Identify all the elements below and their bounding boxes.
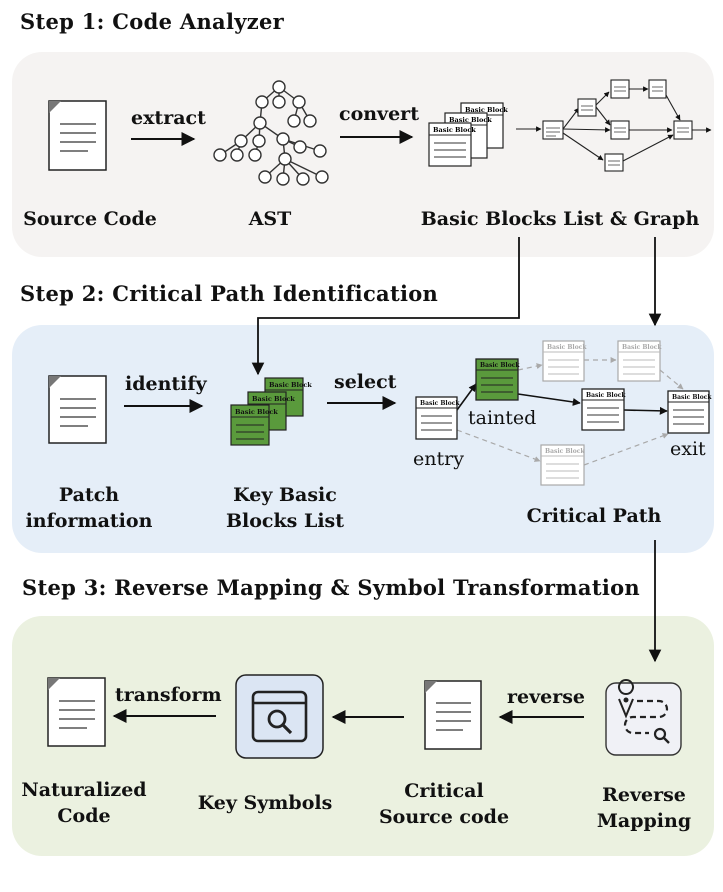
key-basic-blocks-label: Key Basic Blocks List [215, 482, 355, 534]
tainted-label: tainted [468, 407, 537, 429]
naturalized-line2: Code [57, 805, 111, 827]
basic-blocks-list-icon: Basic Block Basic Block Basic Block [428, 102, 508, 167]
ast-label: AST [248, 208, 292, 230]
critical-source-code-label: Critical Source code [369, 778, 519, 830]
cfg-graph-icon [516, 79, 712, 172]
patch-line2: information [25, 510, 153, 532]
basic-block-caption: Basic Block [545, 448, 585, 455]
patch-information-label: Patch information [15, 482, 163, 534]
source-code-label: Source Code [23, 208, 157, 230]
step3-title: Step 3: Reverse Mapping & Symbol Transfo… [22, 575, 640, 600]
basic-block-caption: Basic Block [480, 362, 520, 369]
exit-label: exit [670, 438, 706, 460]
critical-path-label: Critical Path [526, 505, 662, 527]
naturalized-document-icon [47, 677, 106, 747]
basic-block-caption: Basic Block [433, 126, 476, 134]
step1-panel [12, 52, 714, 257]
basic-block-caption: Basic Block [420, 400, 460, 407]
patch-line1: Patch [58, 484, 120, 506]
window-search-icon [235, 674, 324, 759]
key-basic-blocks-icon: Basic Block Basic Block Basic Block [230, 377, 312, 446]
reverse-line2: Mapping [596, 810, 692, 832]
basic-block-caption: Basic Block [622, 344, 662, 351]
basic-block-caption: Basic Block [586, 392, 626, 399]
source-code-document-icon [48, 100, 107, 171]
basic-block-caption: Basic Block [672, 394, 712, 401]
basic-block-caption: Basic Block [547, 344, 587, 351]
basic-block-caption: Basic Block [235, 408, 278, 416]
naturalized-line1: Naturalized [21, 779, 147, 801]
key-line2: Blocks List [225, 510, 345, 532]
step2-panel [12, 325, 714, 553]
step3-panel [12, 616, 714, 856]
reverse-mapping-label: Reverse Mapping [580, 782, 708, 834]
patch-document-icon [48, 375, 107, 444]
basic-block-caption: Basic Block [252, 395, 295, 403]
step2-title: Step 2: Critical Path Identification [20, 281, 439, 306]
key-symbols-label: Key Symbols [197, 792, 333, 814]
basic-block-caption: Basic Block [269, 381, 312, 389]
route-map-icon [605, 679, 682, 756]
critical-path-graph: Basic Block Basic Block Basic Block Basi… [415, 340, 712, 486]
reverse-line1: Reverse [602, 784, 686, 806]
transform-label: transform [115, 684, 222, 706]
naturalized-code-label: Naturalized Code [14, 777, 154, 829]
bb-list-graph-label: Basic Blocks List & Graph [420, 208, 700, 230]
convert-label: convert [339, 103, 419, 125]
critical-source-document-icon [424, 680, 482, 750]
identify-label: identify [125, 373, 207, 395]
key-line1: Key Basic [233, 484, 337, 506]
basic-block-caption: Basic Block [465, 106, 508, 114]
select-label: select [334, 371, 397, 393]
ast-tree-icon [213, 80, 329, 186]
reverse-label: reverse [507, 686, 586, 708]
critical-line2: Source code [378, 806, 510, 828]
extract-label: extract [131, 107, 206, 129]
step1-title: Step 1: Code Analyzer [20, 9, 284, 34]
basic-block-caption: Basic Block [449, 116, 492, 124]
bb-list-to-key-blocks-connector [251, 237, 520, 376]
entry-label: entry [413, 448, 464, 470]
critical-line1: Critical [404, 780, 484, 802]
